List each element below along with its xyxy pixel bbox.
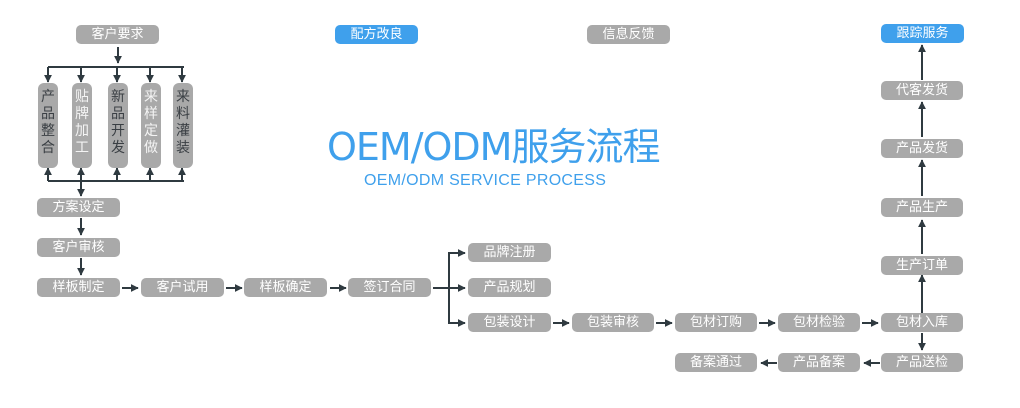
- step-product-plan: 产品规划: [468, 278, 551, 297]
- step-brand-register: 品牌注册: [468, 243, 551, 262]
- step-product-submit: 产品送检: [881, 353, 963, 372]
- option-custom-by-sample: 来样定做: [141, 83, 161, 168]
- step-plan: 方案设定: [37, 198, 120, 217]
- page-title: OEM/ODM服务流程: [327, 125, 660, 169]
- step-record-pass: 备案通过: [675, 353, 757, 372]
- header-follow-service: 跟踪服务: [881, 24, 964, 43]
- option-new-product-dev: 新品开发: [108, 83, 128, 168]
- step-production: 产品生产: [881, 198, 963, 217]
- header-customer-request: 客户要求: [76, 25, 159, 44]
- step-sign-contract: 签订合同: [348, 278, 431, 297]
- option-material-filling: 来料灌装: [173, 83, 193, 168]
- step-agent-ship: 代客发货: [881, 81, 963, 100]
- step-product-ship: 产品发货: [881, 139, 963, 158]
- header-info-feedback: 信息反馈: [587, 25, 670, 44]
- step-product-record: 产品备案: [778, 353, 860, 372]
- step-material-inspect: 包材检验: [778, 313, 860, 332]
- step-sample-confirm: 样板确定: [244, 278, 327, 297]
- option-oem-processing: 贴牌加工: [72, 83, 92, 168]
- header-formula-improve: 配方改良: [335, 25, 418, 44]
- step-customer-review: 客户审核: [37, 238, 120, 257]
- option-product-integration: 产品整合: [38, 83, 58, 168]
- step-material-purchase: 包材订购: [675, 313, 757, 332]
- page-subtitle: OEM/ODM SERVICE PROCESS: [364, 172, 607, 189]
- step-package-design: 包装设计: [468, 313, 551, 332]
- step-material-storage: 包材入库: [881, 313, 963, 332]
- step-sample-make: 样板制定: [37, 278, 120, 297]
- step-package-review: 包装审核: [572, 313, 654, 332]
- step-production-order: 生产订单: [881, 256, 963, 275]
- step-customer-trial: 客户试用: [141, 278, 224, 297]
